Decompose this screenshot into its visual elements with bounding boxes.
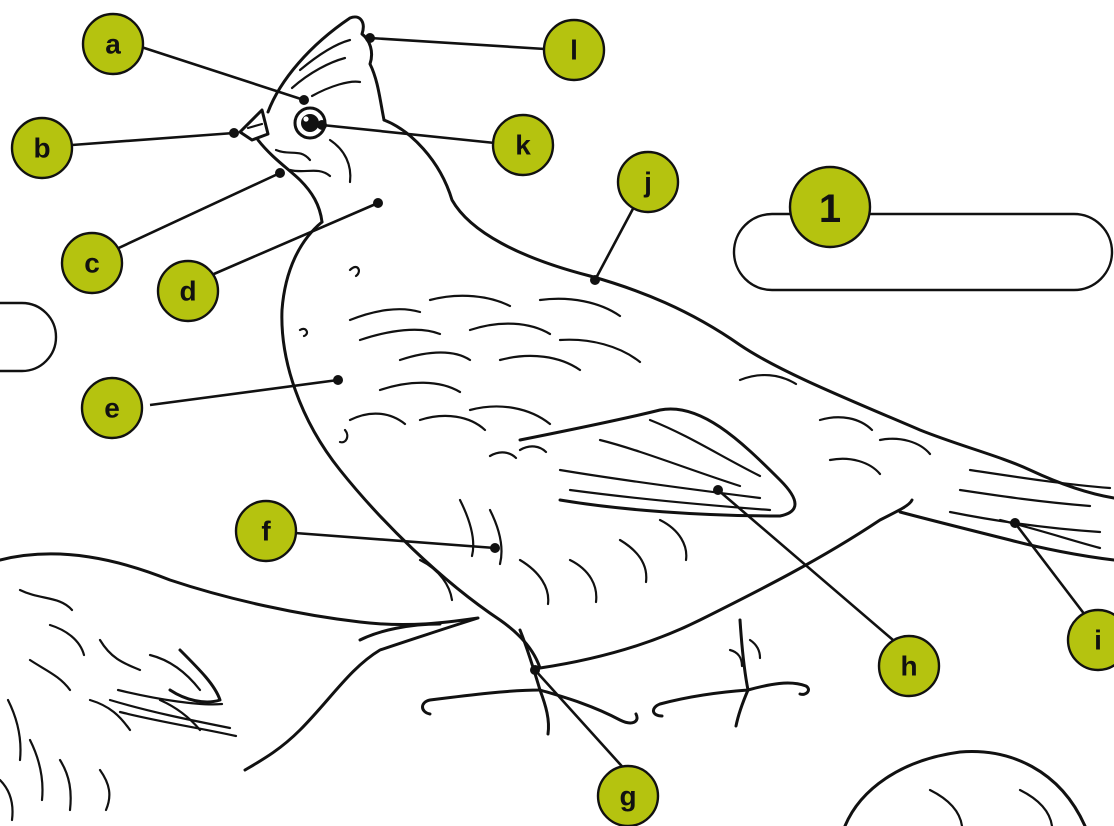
answer-box[interactable]: 1 — [734, 167, 1112, 290]
marker-b-text: b — [33, 133, 50, 164]
leader-line-b — [72, 133, 234, 145]
leader-dot-d — [373, 198, 383, 208]
leader-dot-b — [229, 128, 239, 138]
marker-j-text: j — [643, 167, 652, 198]
leader-line-l — [370, 38, 545, 49]
leader-line-e — [150, 380, 338, 405]
leader-dot-i — [1010, 518, 1020, 528]
bird-illustration-main — [240, 17, 1114, 734]
leader-line-a — [132, 44, 304, 100]
leader-dot-a — [299, 95, 309, 105]
leader-line-k — [322, 125, 495, 143]
leader-dot-k — [317, 120, 327, 130]
marker-k-text: k — [515, 130, 531, 161]
leader-line-c — [110, 173, 280, 252]
marker-c-text: c — [84, 248, 100, 279]
leader-line-i — [1015, 523, 1085, 615]
marker-e-text: e — [104, 393, 120, 424]
answer-field[interactable] — [734, 214, 1112, 290]
leader-line-f — [295, 533, 495, 548]
marker-f-text: f — [261, 516, 271, 547]
leader-line-j — [595, 205, 635, 280]
marker-d-text: d — [179, 276, 196, 307]
leader-dot-h — [713, 485, 723, 495]
marker-a-text: a — [105, 29, 121, 60]
answer-box-partial — [0, 303, 56, 371]
leader-line-h — [718, 490, 893, 640]
label-markers: a b c d e f g h i j k l — [12, 14, 1114, 826]
leader-dot-f — [490, 543, 500, 553]
marker-g-text: g — [619, 781, 636, 812]
marker-l-text: l — [570, 35, 578, 66]
leader-dot-e — [333, 375, 343, 385]
leader-dot-g — [530, 665, 540, 675]
marker-i — [1068, 610, 1114, 670]
marker-h-text: h — [900, 651, 917, 682]
number-badge-text: 1 — [819, 187, 841, 231]
marker-i-text: i — [1094, 625, 1102, 656]
leader-dot-l — [365, 33, 375, 43]
leader-dot-c — [275, 168, 285, 178]
leader-dot-j — [590, 275, 600, 285]
